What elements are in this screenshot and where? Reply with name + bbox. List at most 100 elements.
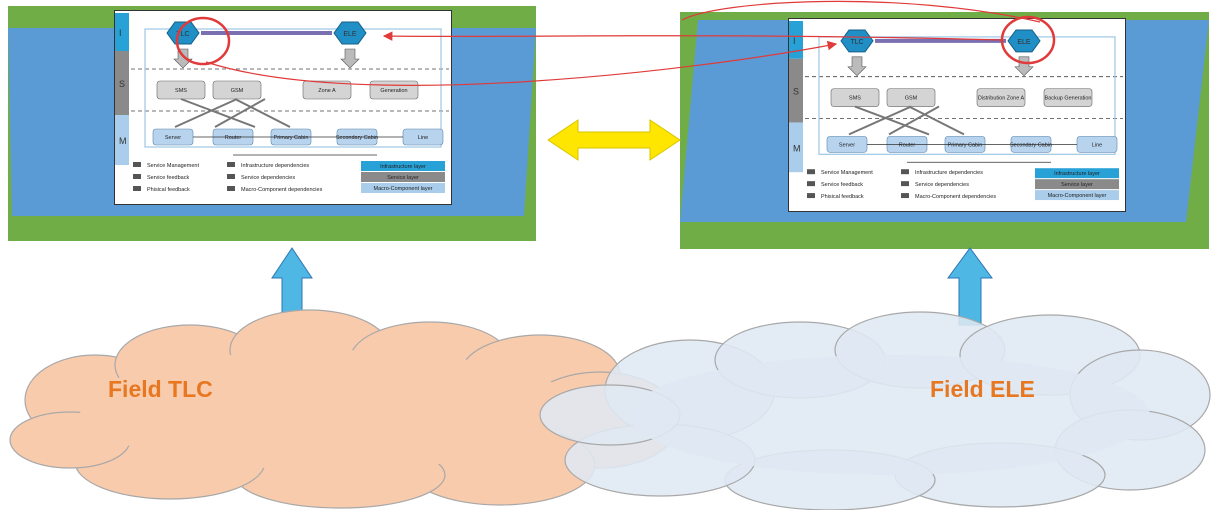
tlc-highlight-circle: [175, 16, 231, 66]
legend-item-label: Phisical feedback: [821, 194, 864, 200]
legend-item-label: Service dependencies: [915, 182, 969, 188]
infra-node-tlc: [840, 29, 874, 53]
legend-item-label: Infrastructure dependencies: [915, 170, 983, 176]
service-management-arrow: [173, 48, 193, 69]
legend-symbol: [807, 193, 815, 199]
legend-layer-box: [361, 183, 445, 193]
layer-letter-m: M: [119, 136, 127, 146]
legend-symbol: [901, 193, 909, 199]
legend-item-label: Phisical feedback: [147, 187, 190, 193]
infra-node-ele: [333, 21, 367, 45]
service-management-arrow: [847, 56, 867, 77]
legend-item-label: Infrastructure dependencies: [241, 163, 309, 169]
legend-symbol: [133, 186, 141, 191]
legend-layer-label: Macro-Component layer: [1048, 193, 1107, 199]
layer-band-m: [115, 115, 129, 165]
feedback-loop: [144, 28, 442, 148]
layer-band-i: [789, 20, 803, 59]
legend-item-label: Service Management: [821, 170, 873, 176]
legend-layer-label: Macro-Component layer: [374, 186, 433, 192]
service-dependency-arrow: [854, 105, 930, 136]
yellow-double-arrow: [547, 119, 681, 161]
legend-layer-label: Service layer: [387, 175, 419, 181]
legend-layer-box: [1035, 179, 1119, 190]
infra-node-label: ELE: [1017, 39, 1031, 46]
legend-item-label: Service dependencies: [241, 175, 295, 181]
legend-item-label: Service feedback: [821, 182, 863, 188]
field-ele-label: Field ELE: [930, 376, 1035, 402]
service-node-label: GSM: [231, 88, 244, 94]
macro-node-label: Router: [225, 135, 242, 141]
macro-node-label: Primary Cabin: [274, 135, 309, 141]
infra-node-tlc: [166, 21, 200, 45]
service-node-label: Backup Generation: [1045, 96, 1092, 102]
infra-node-label: ELE: [343, 31, 357, 38]
service-management-arrow: [340, 48, 360, 69]
legend-layer-label: Infrastructure layer: [380, 164, 426, 170]
legend-layer-box: [1035, 190, 1119, 201]
tlc-to-tlc-curve: [205, 40, 838, 86]
infra-node-ele: [1007, 29, 1041, 53]
service-node: [302, 80, 352, 100]
service-node-label: Zone A: [318, 88, 336, 94]
legend-symbol: [807, 181, 815, 187]
layer-band-s: [115, 51, 129, 115]
right-diagram-panel: I S M TLC ELE SMS GSM Distribution Zone A Backup…: [680, 12, 1209, 249]
legend-symbol: [227, 162, 235, 167]
service-dependency-arrow: [214, 98, 266, 128]
layer-letter-s: S: [119, 79, 125, 89]
legend-layer-box: [361, 161, 445, 171]
legend-symbol: [227, 186, 235, 191]
layer-letter-s: S: [793, 87, 799, 97]
service-node-label: SMS: [175, 88, 187, 94]
field-tlc-label: Field TLC: [108, 376, 213, 402]
infra-node-label: TLC: [850, 39, 863, 46]
right-diagram-card: I S M TLC ELE SMS GSM Distribution Zone A Backup…: [788, 18, 1126, 212]
macro-node-label: Line: [418, 135, 428, 141]
macro-node-label: Line: [1092, 142, 1102, 148]
legend-layer-label: Infrastructure layer: [1054, 171, 1100, 177]
service-node-label: SMS: [849, 96, 861, 102]
service-node-label: Generation: [380, 88, 407, 94]
legend-symbol: [901, 169, 909, 175]
legend-item-label: Service feedback: [147, 175, 189, 181]
legend-symbol: [901, 181, 909, 187]
right-cloud: [539, 311, 1211, 510]
service-node-label: GSM: [905, 96, 918, 102]
service-dependency-arrow: [234, 98, 291, 128]
macro-node-label: Router: [899, 142, 916, 148]
legend-symbol: [807, 169, 815, 175]
right-dependency-diagram: I S M TLC ELE SMS GSM Distribution Zone A Backup…: [789, 20, 1123, 201]
legend-symbol: [227, 174, 235, 179]
legend-layer-box: [361, 172, 445, 182]
infra-node-label: TLC: [176, 31, 189, 38]
layer-band-i: [115, 13, 129, 51]
macro-node-label: Secondary Cabin: [336, 135, 378, 141]
service-node: [976, 88, 1026, 107]
service-dependency-arrow: [848, 105, 912, 136]
ele-top-arc: [681, 0, 1041, 23]
service-dependency-arrow: [180, 98, 256, 128]
feedback-loop: [818, 36, 1116, 155]
service-dependency-arrow: [174, 98, 238, 128]
legend-item-label: Macro-Component dependencies: [915, 194, 996, 200]
macro-node-label: Server: [839, 142, 855, 148]
macro-node-label: Primary Cabin: [948, 142, 983, 148]
legend-item-label: Service Management: [147, 163, 199, 169]
macro-node-label: Secondary Cabin: [1010, 142, 1052, 148]
service-node: [1043, 88, 1093, 107]
service-node-label: Distribution Zone A: [978, 96, 1025, 102]
legend-layer-box: [1035, 168, 1119, 179]
layer-letter-i: I: [119, 28, 122, 38]
layer-letter-m: M: [793, 143, 801, 153]
macro-node-label: Server: [165, 135, 181, 141]
legend-symbol: [133, 174, 141, 179]
layer-band-m: [789, 122, 803, 173]
layer-letter-i: I: [793, 36, 796, 46]
